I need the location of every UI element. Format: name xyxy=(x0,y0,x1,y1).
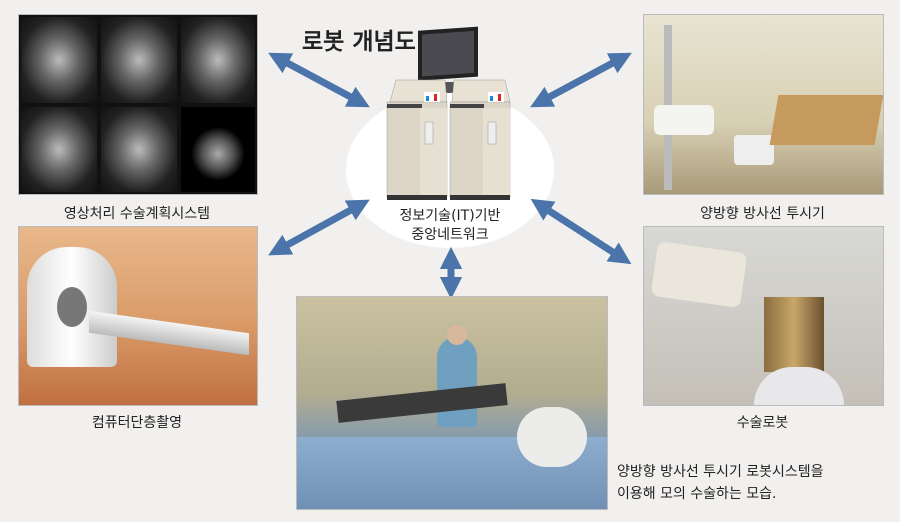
center-label-line1: 정보기술(IT)기반 xyxy=(399,208,501,224)
surgical-robot-image xyxy=(643,226,884,406)
arrows xyxy=(268,52,632,300)
diagram-title: 로봇 개념도 xyxy=(302,29,416,55)
fluoroscope-image xyxy=(643,14,884,195)
ct-caption: 컴퓨터단층촬영 xyxy=(91,415,183,431)
surgery-caption-line2: 이용해 모의 수술하는 모습. xyxy=(617,486,777,502)
surgery-caption-line1: 양방향 방사선 투시기 로봇시스템을 xyxy=(617,464,824,480)
arrow-fluoroscope xyxy=(530,52,632,108)
mock-surgery-image xyxy=(296,296,608,510)
surgery-caption: 양방향 방사선 투시기 로봇시스템을 이용해 모의 수술하는 모습. xyxy=(617,461,824,505)
arrow-robot xyxy=(530,198,632,265)
planning-caption: 영상처리 수술계획시스템 xyxy=(63,206,211,222)
robot-caption: 수술로봇 xyxy=(736,415,789,431)
arrow-planning xyxy=(268,52,370,108)
center-label: 정보기술(IT)기반 중앙네트워크 xyxy=(360,207,540,245)
ct-scanner-image xyxy=(18,226,258,406)
center-label-line2: 중앙네트워크 xyxy=(411,227,489,243)
planning-system-image xyxy=(18,14,258,195)
computer-icon xyxy=(386,26,511,200)
arrow-ct xyxy=(268,199,370,256)
fluoroscope-caption: 양방향 방사선 투시기 xyxy=(700,206,825,222)
